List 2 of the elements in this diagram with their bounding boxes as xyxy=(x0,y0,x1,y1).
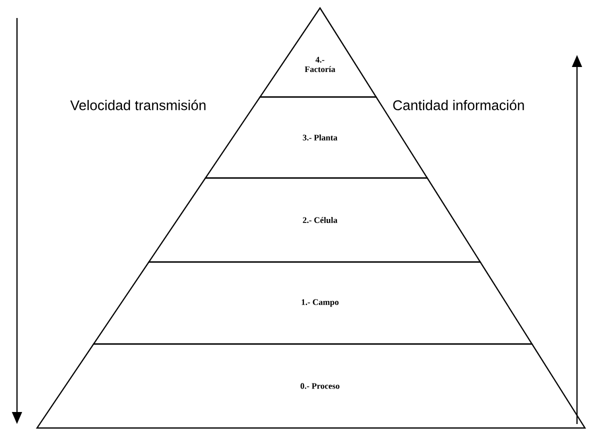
side-label: Cantidad información xyxy=(393,100,524,110)
side-label: Velocidad transmisión xyxy=(70,100,206,110)
